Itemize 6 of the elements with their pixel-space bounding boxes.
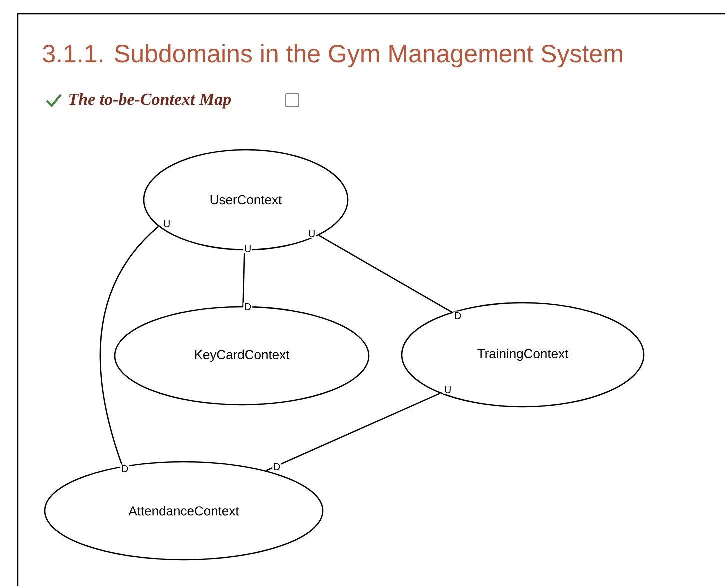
- connector-line: [242, 250, 246, 306]
- subheading: The to-be-Context Map: [69, 93, 232, 109]
- connector-line: [318, 235, 452, 313]
- connector-line: [266, 393, 441, 472]
- connector-line: [100, 226, 160, 467]
- heading: 3.1.1. Subdomains in the Gym Management System: [43, 44, 622, 68]
